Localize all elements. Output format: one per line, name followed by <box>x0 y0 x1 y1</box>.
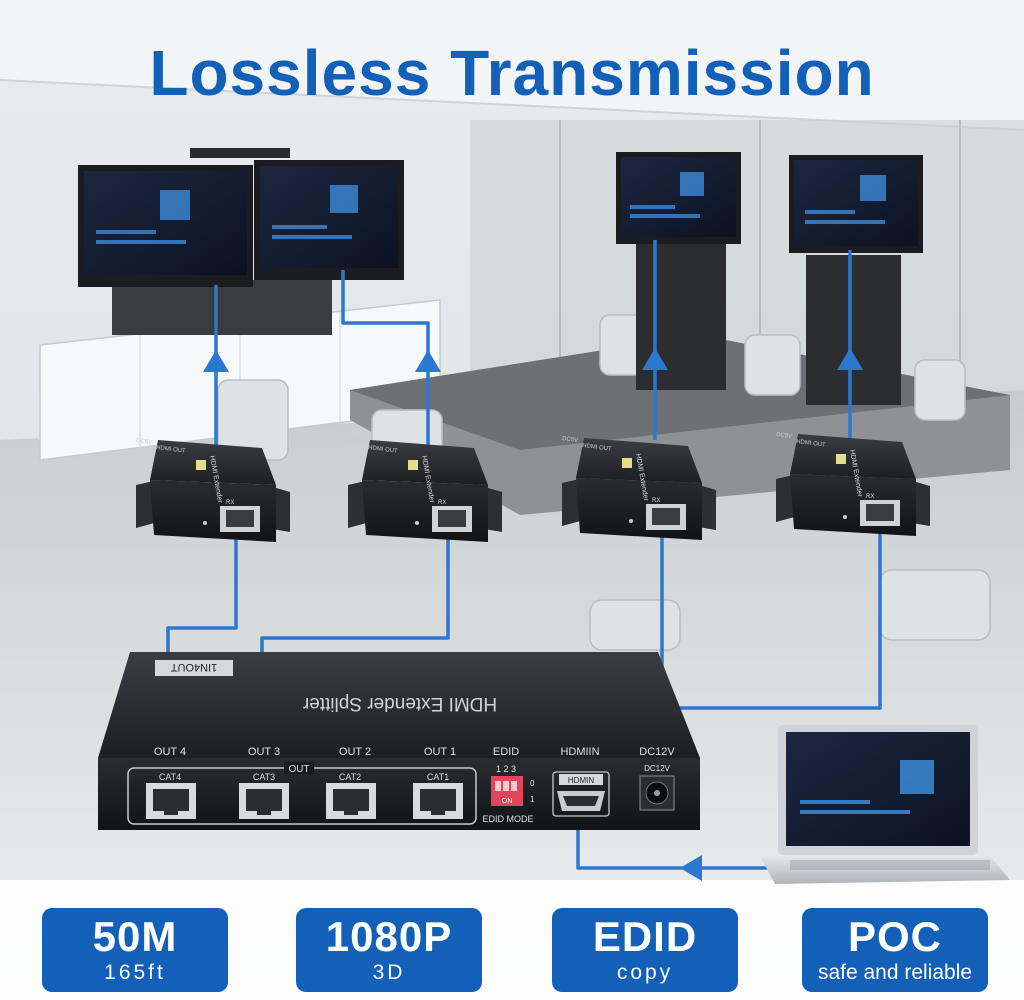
cat2-label: CAT2 <box>339 772 361 782</box>
feature-detail: safe and reliable <box>817 961 973 984</box>
out-3-label: OUT 3 <box>248 746 280 758</box>
edid-label: EDID <box>493 746 519 758</box>
cat3-label: CAT3 <box>253 772 275 782</box>
out-4-label: OUT 4 <box>154 746 186 758</box>
display-screen <box>616 152 741 244</box>
model-badge <box>155 660 233 676</box>
dc12v-jack-label: DC12V <box>644 764 670 773</box>
feature-detail: 165ft <box>104 961 166 984</box>
power-label: DC5V <box>136 438 153 446</box>
dc-power-jack: DC12V <box>639 764 675 811</box>
receiver-unit: HDMI OUT DC5V HDMI Extender RX <box>776 432 930 536</box>
out-2-label: OUT 2 <box>339 746 371 758</box>
feature-headline: EDID <box>592 913 698 960</box>
feature-badge-edid: EDID copy <box>552 908 738 992</box>
out-group-label: OUT <box>288 764 309 775</box>
out-1-label: OUT 1 <box>424 746 456 758</box>
rj45-port: CAT1 <box>413 772 463 819</box>
page-title: Lossless Transmission <box>149 37 875 109</box>
feature-headline: 50M <box>92 913 178 960</box>
feature-headline: 1080P <box>325 913 453 960</box>
hdmi-out-label: HDMI OUT <box>156 445 187 455</box>
receiver-unit: HDMI OUT DC5V HDMI Extender RX <box>562 436 716 540</box>
rx-label: RX <box>438 500 446 506</box>
hdmi-out-label: HDMI OUT <box>582 443 613 453</box>
display-screen <box>78 165 253 287</box>
feature-badge-distance: 50M 165ft <box>42 908 228 992</box>
laptop <box>760 725 1010 884</box>
display-screen <box>789 155 923 253</box>
hdmi-out-label: HDMI OUT <box>796 439 827 449</box>
dip-numbers: 1 2 3 <box>496 764 516 774</box>
hdmi-in-label: HDMIIN <box>560 746 599 758</box>
feature-detail: copy <box>616 961 674 984</box>
rx-label: RX <box>652 498 660 504</box>
rx-label: RX <box>226 500 234 506</box>
feature-badge-resolution: 1080P 3D <box>296 908 482 992</box>
dip-state-0: 0 <box>530 779 535 788</box>
cat1-label: CAT1 <box>427 772 449 782</box>
power-label: DC5V <box>776 432 793 440</box>
model-badge-text: 1IN4OUT <box>170 661 217 673</box>
splitter-product-name: HDMI Extender Splitter <box>302 693 497 714</box>
hdmi-cable <box>214 240 852 870</box>
splitter-unit: 1IN4OUT HDMI Extender Splitter OUT 4 OUT… <box>98 652 700 830</box>
display-screen <box>254 160 404 280</box>
dip-state-1: 1 <box>530 795 535 804</box>
edid-dip-switch: 1 2 3 ON 0 1 EDID MODE <box>482 764 535 824</box>
receiver-unit: HDMI OUT DC5V HDMI Extender RX <box>348 438 502 542</box>
signal-arrow <box>203 348 863 881</box>
rj45-port: CAT3 <box>239 772 289 819</box>
power-label: DC5V <box>562 436 579 444</box>
feature-detail: 3D <box>372 961 406 984</box>
edid-mode-label: EDID MODE <box>482 814 533 824</box>
receiver-unit: HDMI OUT DC5V HDMI Extender RX <box>136 438 290 542</box>
hdmi-out-label: HDMI OUT <box>368 445 399 455</box>
hdmi-in-jack-label: HDMIN <box>568 776 594 785</box>
hdmi-input-port: HDMIN <box>552 771 610 817</box>
feature-headline: POC <box>847 913 942 960</box>
rj45-port: CAT2 <box>326 772 376 819</box>
dc12v-label: DC12V <box>639 746 675 758</box>
feature-badge-poc: POC safe and reliable <box>802 908 988 992</box>
power-label: DC5V <box>348 438 365 446</box>
rj45-port: CAT4 <box>146 772 196 819</box>
dip-on-text: ON <box>502 798 513 805</box>
cat4-label: CAT4 <box>159 772 181 782</box>
rx-label: RX <box>866 494 874 500</box>
